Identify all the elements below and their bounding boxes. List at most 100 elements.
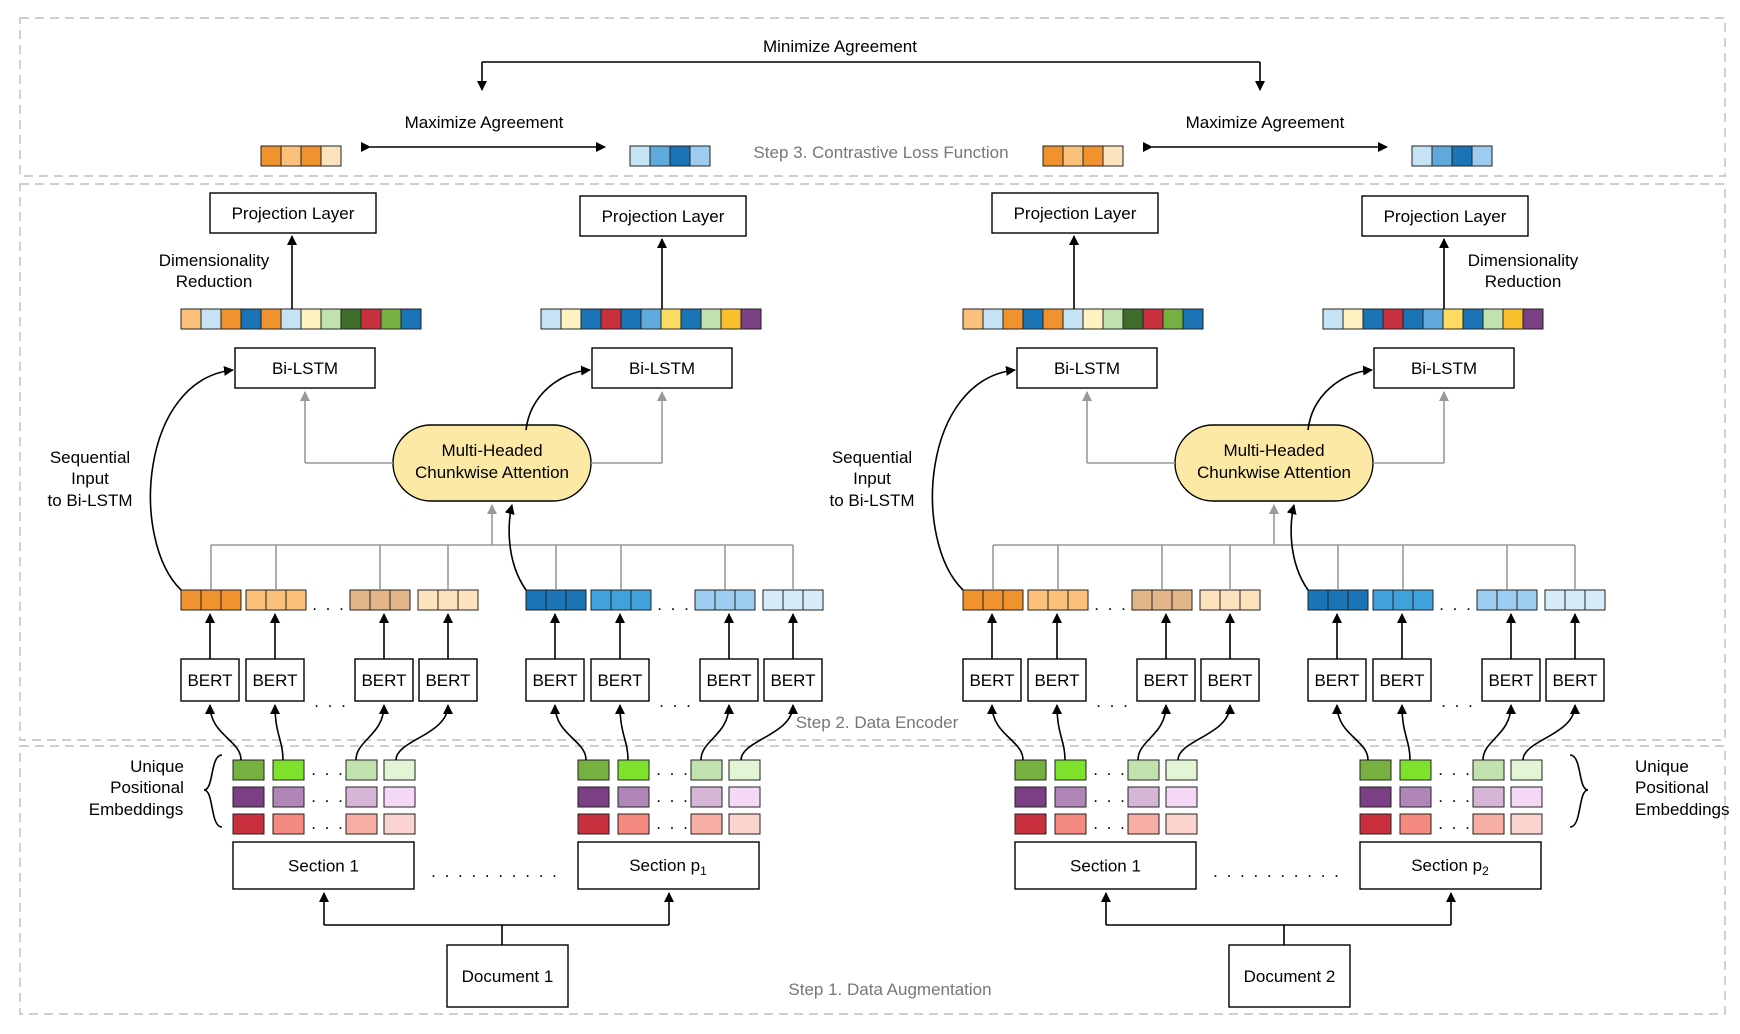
step3-label: Step 3. Contrastive Loss Function	[753, 143, 1008, 162]
doc1-section-p-label: Section p1	[629, 856, 707, 878]
doc2-summary-right-cell	[1402, 308, 1424, 330]
step1-label: Step 1. Data Augmentation	[788, 980, 991, 999]
doc2-left-emb-r2-c3	[1165, 813, 1198, 835]
doc1-right-emb-r0-c3	[728, 759, 761, 781]
doc1-right-chunk-3-cell	[802, 589, 824, 611]
doc2-left-chunk-1-cell	[1067, 589, 1089, 611]
doc2-seq-3: to Bi-LSTM	[829, 491, 914, 510]
doc2-section-dots: . . . . . . . . . .	[1213, 862, 1341, 881]
doc2-left-chunk-0-cell	[1002, 589, 1024, 611]
doc1-summary-left-cell	[320, 308, 342, 330]
doc2-right-chunk-0-cell	[1327, 589, 1349, 611]
doc2-summary-left-cell	[1042, 308, 1064, 330]
doc2-seq-curve-right	[1307, 365, 1373, 431]
doc1-document	[446, 944, 569, 1008]
doc2-projection-left-label: Projection Layer	[1014, 204, 1137, 223]
doc2-right-emb-r1-c0	[1359, 786, 1392, 808]
doc2-right-emb-r2-c1	[1399, 813, 1432, 835]
doc2-upe-2: Positional	[1635, 778, 1709, 797]
doc1-seq-3: to Bi-LSTM	[47, 491, 132, 510]
doc2-section-1	[1014, 841, 1197, 890]
doc1-section-p	[577, 841, 760, 890]
doc1-right-bert-2-label: BERT	[706, 671, 751, 690]
step2-label: Step 2. Data Encoder	[796, 713, 959, 732]
doc1-step3-blue-cell	[669, 145, 691, 167]
doc1-left-emb-r1-c0	[232, 786, 265, 808]
doc1-summary-left-cell	[300, 308, 322, 330]
doc2-left-emb-r0-c3	[1165, 759, 1198, 781]
doc1-right-emb-r2-c2	[690, 813, 723, 835]
doc2-left-chunk-dots: . . .	[1094, 595, 1128, 614]
doc1-summary-right-cell	[560, 308, 582, 330]
doc2-right-chunk-1-cell	[1412, 589, 1434, 611]
doc2-right-bert-3-label: BERT	[1552, 671, 1597, 690]
doc2-section-p-subscript: 2	[1482, 864, 1489, 878]
doc1-right-chunk-2-cell	[734, 589, 756, 611]
doc1-step3-orange-cell	[280, 145, 302, 167]
doc1-bilstm-right	[591, 347, 733, 389]
doc2-right-chunk-2-cell	[1496, 589, 1518, 611]
doc1-seq-curve-right	[525, 365, 591, 431]
doc1-upe-brace	[203, 754, 223, 828]
doc1-summary-left-cell	[360, 308, 382, 330]
doc1-right-bert-0	[525, 658, 585, 702]
doc2-left-emb-dots-1: . . .	[1093, 787, 1127, 806]
doc2-projection-right-label: Projection Layer	[1384, 207, 1507, 226]
doc1-left-emb-r1-c1	[272, 786, 305, 808]
doc1-bilstm-left-label: Bi-LSTM	[272, 359, 338, 378]
doc2-left-emb-r0-c1	[1054, 759, 1087, 781]
doc1-section-1-label: Section 1	[288, 857, 359, 876]
doc1-right-chunk-dots: . . .	[657, 595, 691, 614]
step1-region	[19, 745, 1726, 1015]
doc2-right-chunk-3-cell	[1564, 589, 1586, 611]
doc1-right-bert-3-label: BERT	[770, 671, 815, 690]
doc1-summary-right-cell	[640, 308, 662, 330]
doc1-left-chunk-0-cell	[180, 589, 202, 611]
doc1-summary-right-cell	[720, 308, 742, 330]
doc1-left-emb-r2-c2	[345, 813, 378, 835]
doc1-emb-arrow-345-2	[700, 704, 734, 761]
doc1-left-chunk-3-cell	[437, 589, 459, 611]
doc1-right-emb-r0-c1	[617, 759, 650, 781]
doc1-right-chunk-1-cell	[630, 589, 652, 611]
doc2-bilstm-right	[1373, 347, 1515, 389]
doc1-left-emb-r0-c0	[232, 759, 265, 781]
doc1-left-bert-1-label: BERT	[252, 671, 297, 690]
doc1-seq-2: Input	[71, 469, 109, 488]
doc1-left-chunk-2-cell	[389, 589, 411, 611]
doc1-right-chunk-0-cell	[565, 589, 587, 611]
doc2-right-emb-r0-c2	[1472, 759, 1505, 781]
doc1-right-emb-r1-c1	[617, 786, 650, 808]
doc2-step3-orange-cell	[1042, 145, 1064, 167]
doc2-right-chunk-2-cell	[1516, 589, 1538, 611]
doc1-summary-right-cell	[540, 308, 562, 330]
doc2-left-bert-2-label: BERT	[1143, 671, 1188, 690]
doc2-summary-left-cell	[1022, 308, 1044, 330]
doc1-right-bert-2	[699, 658, 759, 702]
doc2-upe-3: Embeddings	[1635, 800, 1730, 819]
doc1-summary-left-cell	[260, 308, 282, 330]
doc1-dimred-2: Reduction	[176, 272, 253, 291]
doc2-upe-1: Unique	[1635, 757, 1689, 776]
doc2-attention-label-2: Chunkwise Attention	[1197, 463, 1351, 482]
doc2-emb-arrow-345-3	[1522, 704, 1580, 761]
doc2-left-bert-0-label: BERT	[969, 671, 1014, 690]
doc2-left-chunk-3-cell	[1219, 589, 1241, 611]
doc2-right-bert-0	[1307, 658, 1367, 702]
doc1-summary-right-cell	[580, 308, 602, 330]
doc1-summary-left-cell	[220, 308, 242, 330]
doc1-right-emb-r1-c3	[728, 786, 761, 808]
doc2-right-chunk-1-cell	[1392, 589, 1414, 611]
doc2-left-chunk-2-cell	[1171, 589, 1193, 611]
doc1-projection-right-label: Projection Layer	[602, 207, 725, 226]
doc1-left-chunk-2-cell	[349, 589, 371, 611]
doc1-summary-right-cell	[660, 308, 682, 330]
doc2-right-bert-2	[1481, 658, 1541, 702]
doc2-right-emb-r2-c0	[1359, 813, 1392, 835]
doc2-right-bert-0-label: BERT	[1314, 671, 1359, 690]
doc1-left-emb-r1-c2	[345, 786, 378, 808]
doc1-summary-right-cell	[600, 308, 622, 330]
doc2-summary-right-cell	[1422, 308, 1444, 330]
